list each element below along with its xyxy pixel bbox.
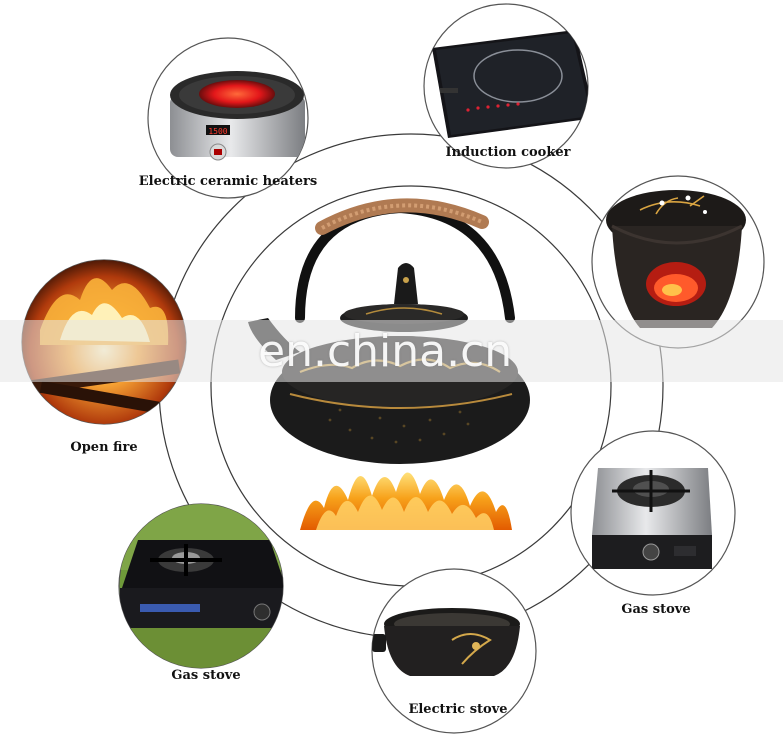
heater-display-readout: 1500 xyxy=(208,127,227,136)
flames xyxy=(300,472,512,530)
induction-cooker-bubble xyxy=(423,3,589,169)
electric-stove-bubble xyxy=(371,568,537,734)
charcoal-stove-bubble xyxy=(591,175,765,349)
label-electric-stove: Electric stove xyxy=(408,702,508,717)
label-gas-stove-left: Gas stove xyxy=(171,668,241,683)
label-gas-stove-right: Gas stove xyxy=(621,602,691,617)
label-induction-cooker: Induction cooker xyxy=(445,145,571,160)
gas-stove-right-bubble xyxy=(570,430,736,596)
label-open-fire: Open fire xyxy=(70,440,138,455)
watermark-band xyxy=(0,320,783,382)
label-electric-ceramic-heaters: Electric ceramic heaters xyxy=(138,174,318,189)
gas-stove-left-bubble xyxy=(118,503,284,669)
electric-ceramic-heater-bubble: 1500 xyxy=(147,37,309,199)
watermark-text: en.china.cn xyxy=(258,326,513,377)
